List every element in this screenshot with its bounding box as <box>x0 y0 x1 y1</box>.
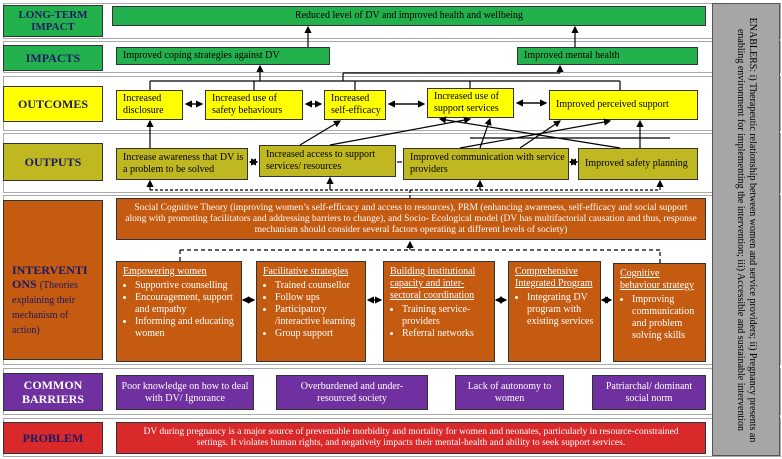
theory-box: Social Cognitive Theory (improving women… <box>116 198 706 240</box>
outcome-self-efficacy: Increased self-efficacy <box>324 90 386 120</box>
outcome-support-services: Increased use of support services <box>427 88 514 118</box>
intervention-title: Cognitive behaviour strategy <box>620 268 695 291</box>
output-communication: Improved communication with service prov… <box>403 148 569 180</box>
barrier-overburdened: Overburdened and under-resourced society <box>276 375 428 410</box>
row-label-outputs: OUTPUTS <box>3 143 103 181</box>
intervention-institutional: Building institutional capacity and inte… <box>383 261 495 362</box>
list-item: Supportive counselling <box>135 280 237 292</box>
intervention-comprehensive: Comprehensive Integrated Program Integra… <box>508 261 601 362</box>
output-awareness: Increase awareness that DV is a problem … <box>116 148 248 180</box>
list-item: Integrating DV program with existing ser… <box>527 292 596 328</box>
list-item: Encouragement, support and empathy <box>135 292 237 316</box>
intervention-facilitative: Facilitative strategies Trained counsell… <box>256 261 366 362</box>
row-label-interventions-title: INTERVENTI ONS <box>12 263 88 291</box>
outcome-safety-behaviours: Increased use of safety behaviours <box>205 90 303 120</box>
list-item: Training service-providers <box>402 304 490 328</box>
list-item: Referral networks <box>402 328 490 340</box>
impact-coping: Improved coping strategies against DV <box>116 47 330 65</box>
intervention-empowering: Empowering women Supportive counselling … <box>116 261 242 362</box>
outcome-disclosure: Increased disclosure <box>116 90 183 120</box>
barrier-autonomy: Lack of autonomy to women <box>455 375 564 410</box>
problem-box: DV during pregnancy is a major source of… <box>116 422 706 454</box>
list-item: Trained counsellor <box>275 280 361 292</box>
intervention-cognitive: Cognitive behaviour strategy Improving c… <box>613 263 706 362</box>
row-label-interventions-note: (Theories explaining their mechanism of … <box>12 280 79 336</box>
row-label-problem: PROBLEM <box>3 422 103 454</box>
barrier-patriarchal: Patriarchal/ dominant social norm <box>592 375 706 410</box>
row-label-impacts: IMPACTS <box>3 45 103 71</box>
output-access: Increased access to support services/ re… <box>259 145 396 177</box>
row-label-barriers: COMMON BARRIERS <box>3 373 103 411</box>
barrier-knowledge: Poor knowledge on how to deal with DV/ I… <box>116 375 254 410</box>
intervention-title: Empowering women <box>123 266 207 277</box>
intervention-title: Building institutional capacity and inte… <box>390 266 476 301</box>
list-item: Informing and educating women <box>135 316 237 340</box>
row-label-interventions: INTERVENTI ONS (Theories explaining thei… <box>3 200 103 360</box>
long-term-impact-box: Reduced level of DV and improved health … <box>112 6 706 26</box>
list-item: Follow ups <box>275 292 361 304</box>
list-item: Improving communication and problem solv… <box>632 294 701 342</box>
impact-mental-health: Improved mental health <box>517 47 698 65</box>
list-item: Group support <box>275 328 361 340</box>
list-item: Participatory /interactive learning <box>275 304 361 328</box>
enablers-panel: ENABLERS: i) Therapeutic relationship be… <box>712 3 780 456</box>
row-label-outcomes: OUTCOMES <box>3 86 103 122</box>
row-label-long-term: LONG-TERM IMPACT <box>3 5 103 37</box>
intervention-title: Comprehensive Integrated Program <box>515 266 593 289</box>
intervention-title: Facilitative strategies <box>263 266 349 277</box>
outcome-perceived-support: Improved perceived support <box>549 90 698 120</box>
output-safety-planning: Improved safety planning <box>578 148 698 180</box>
